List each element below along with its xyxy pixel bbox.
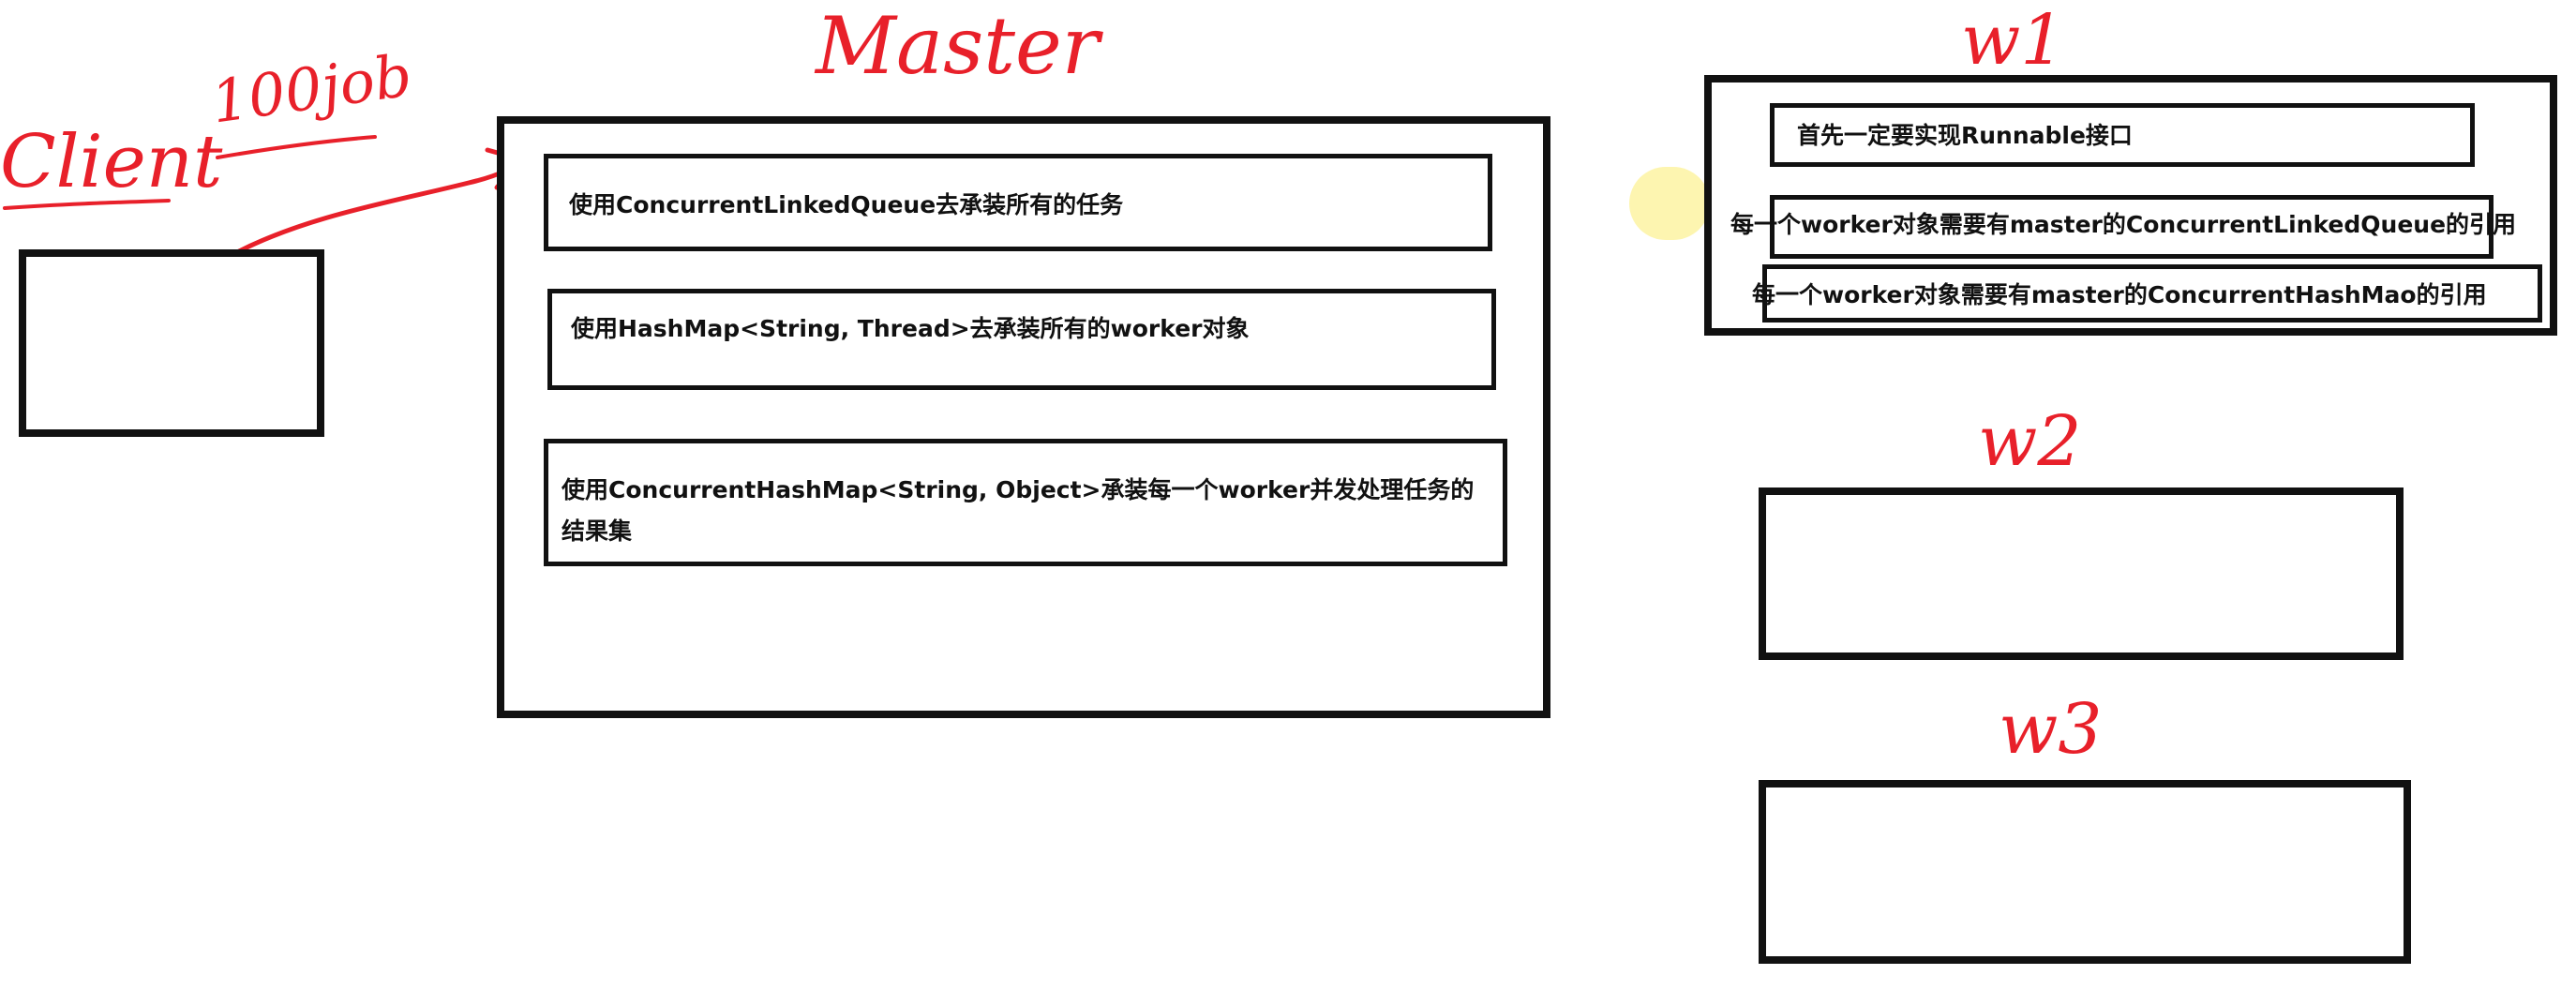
master-item-3-text: 使用ConcurrentHashMap<String, Object>承装每一个… — [562, 476, 1475, 545]
client-label: Client — [0, 120, 223, 204]
highlighter-mark — [1629, 167, 1710, 240]
worker-1-queue-ref-box — [1770, 195, 2494, 259]
worker-1-item-2-text: 每一个worker对象需要有master的ConcurrentLinkedQue… — [1730, 211, 2517, 238]
master-worker-map-box: 使用HashMap<String, Thread>去承装所有的worker对象 — [547, 289, 1496, 390]
worker-1-label: w1 — [1961, 0, 2065, 81]
master-task-queue-box: 使用ConcurrentLinkedQueue去承装所有的任务 — [544, 154, 1492, 251]
master-item-1-text: 使用ConcurrentLinkedQueue去承装所有的任务 — [569, 191, 1124, 218]
worker-2-box — [1759, 488, 2404, 660]
job-underline — [216, 135, 377, 159]
master-result-map-box: 使用ConcurrentHashMap<String, Object>承装每一个… — [544, 439, 1507, 566]
worker-3-label: w3 — [1999, 689, 2103, 770]
worker-3-box — [1759, 780, 2411, 964]
worker-1-item-1-text: 首先一定要实现Runnable接口 — [1797, 122, 2133, 149]
job-count-note: 100job — [206, 40, 416, 137]
client-to-master-arrow — [236, 157, 523, 254]
worker-2-label: w2 — [1978, 401, 2082, 482]
worker-1-map-ref-box: 每一个worker对象需要有master的ConcurrentHashMao的引… — [1752, 264, 2542, 322]
worker-1-item-3-text: 每一个worker对象需要有master的ConcurrentHashMao的引… — [1752, 281, 2487, 308]
master-label: Master — [816, 0, 1100, 92]
worker-1-runnable-box: 首先一定要实现Runnable接口 — [1770, 103, 2475, 167]
client-box — [19, 249, 324, 437]
master-item-2-text: 使用HashMap<String, Thread>去承装所有的worker对象 — [571, 315, 1250, 342]
